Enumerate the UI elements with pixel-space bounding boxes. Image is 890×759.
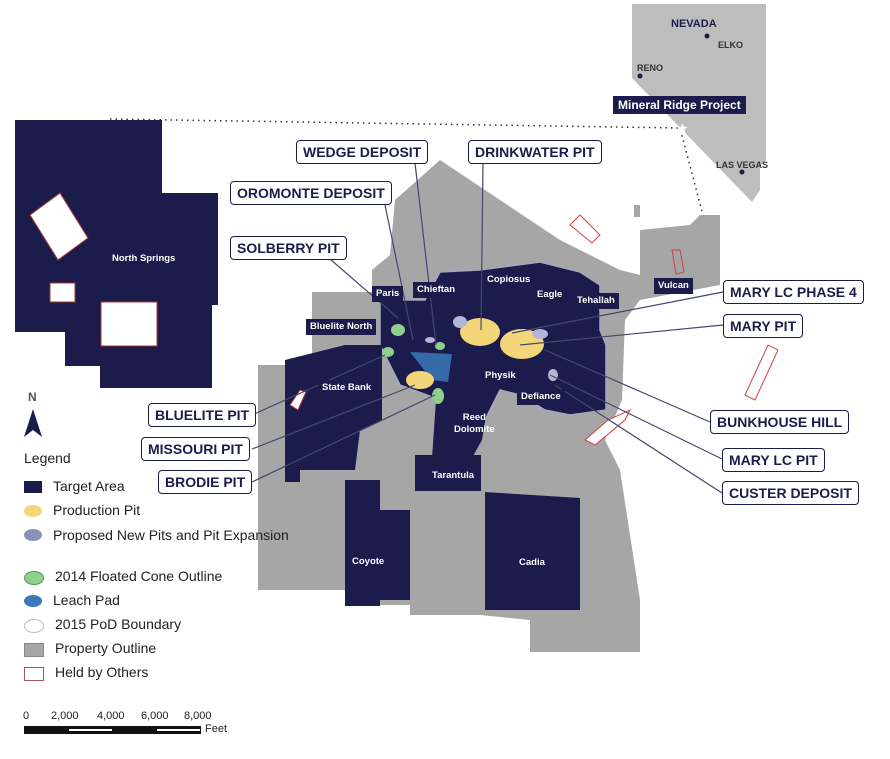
legend-label: Production Pit: [53, 502, 141, 518]
callout-bunkhouse-hill: BUNKHOUSE HILL: [710, 410, 850, 434]
inset-state-label: NEVADA: [671, 18, 717, 30]
area-physik: Physik: [481, 368, 520, 384]
area-state-bank: State Bank: [318, 380, 376, 396]
callout-custer-deposit: CUSTER DEPOSIT: [722, 481, 859, 505]
callout-mary-lc-pit: MARY LC PIT: [722, 448, 825, 472]
production-pit-mary: [500, 329, 544, 359]
legend-item: 2015 PoD Boundary: [24, 616, 289, 640]
legend-label: 2014 Floated Cone Outline: [55, 568, 223, 584]
callout-wedge-deposit: WEDGE DEPOSIT: [296, 140, 429, 164]
project-label: Mineral Ridge Project: [613, 96, 746, 114]
pod-boundary-swatch: [24, 619, 44, 633]
callout-drinkwater-pit: DRINKWATER PIT: [468, 140, 602, 164]
area-cadia: Cadia: [519, 557, 545, 568]
area-copiosus: Copiosus: [483, 272, 535, 288]
scale-tick: 0: [23, 710, 30, 722]
legend-label: Property Outline: [55, 640, 157, 656]
north-label: N: [28, 390, 37, 404]
legend-item: Production Pit: [24, 502, 289, 526]
area-north-springs: North Springs: [112, 253, 176, 264]
target-coyote: [345, 480, 410, 606]
callout-mary-pit: MARY PIT: [723, 314, 804, 338]
area-tarantula: Tarantula: [432, 470, 475, 481]
leach-pad-swatch: [24, 595, 42, 607]
target-cadia: [485, 492, 580, 610]
leach-pad: [410, 352, 452, 382]
area-defiance: Defiance: [517, 389, 565, 405]
legend-title: Legend: [24, 450, 71, 466]
floated-cone-swatch: [24, 571, 44, 585]
callout-bluelite-pit: BLUELITE PIT: [148, 403, 257, 427]
callout-oromonte-deposit: OROMONTE DEPOSIT: [230, 181, 392, 205]
production-pit-swatch: [24, 505, 42, 517]
area-chieftan: Chieftan: [413, 282, 459, 298]
legend-item: Property Outline: [24, 640, 289, 664]
legend-label: Leach Pad: [53, 592, 120, 608]
property-outline-swatch: [24, 643, 44, 657]
legend-item: Proposed New Pits and Pit Expansion: [24, 526, 289, 568]
callout-mary-lc-phase4: MARY LC PHASE 4: [723, 280, 864, 304]
production-pit-missouri: [406, 371, 434, 389]
legend-item: 2014 Floated Cone Outline: [24, 568, 289, 592]
north-arrow-icon: [24, 409, 42, 437]
target-tarantula: [415, 455, 481, 491]
scale-tick: 8,000: [184, 710, 212, 722]
area-coyote: Coyote: [352, 556, 385, 567]
callout-missouri-pit: MISSOURI PIT: [141, 437, 250, 461]
legend-label: 2015 PoD Boundary: [55, 616, 182, 632]
area-tehallah: Tehallah: [573, 293, 619, 309]
legend-item: Leach Pad: [24, 592, 289, 616]
area-paris: Paris: [372, 286, 404, 302]
target-area-swatch: [24, 481, 42, 493]
project-star-icon: ★: [676, 120, 689, 136]
scale-tick: 6,000: [141, 710, 169, 722]
legend-label: Held by Others: [55, 664, 149, 680]
legend-label: Target Area: [53, 478, 125, 494]
scale-tick: 2,000: [51, 710, 79, 722]
proposed-pit-swatch: [24, 529, 42, 541]
scale-unit: Feet: [205, 723, 228, 735]
held-by-others-swatch: [24, 667, 44, 681]
callout-solberry-pit: SOLBERRY PIT: [230, 236, 347, 260]
area-bluelite-north: Bluelite North: [306, 319, 377, 335]
area-dolomite: Dolomite: [454, 424, 495, 435]
area-eagle: Eagle: [533, 287, 567, 303]
target-north-springs: [15, 120, 218, 388]
inset-city-las-vegas: LAS VEGAS: [716, 160, 769, 170]
callout-brodie-pit: BRODIE PIT: [158, 470, 253, 494]
scale-tick: 4,000: [97, 710, 125, 722]
area-reed: Reed: [462, 412, 486, 423]
target-reed-dolomite: [432, 392, 490, 458]
legend-label: Proposed New Pits and Pit Expansion: [53, 527, 289, 543]
legend-item: Held by Others: [24, 664, 289, 688]
production-pit-drinkwater: [460, 318, 500, 346]
legend: Legend Target Area Production Pit Propos…: [24, 450, 289, 688]
inset-city-reno: RENO: [637, 63, 664, 73]
legend-item: Target Area: [24, 478, 289, 502]
area-vulcan: Vulcan: [654, 278, 693, 294]
scale-bar: [24, 726, 201, 734]
inset-city-elko: ELKO: [718, 40, 744, 50]
target-state-bank: [285, 345, 382, 482]
